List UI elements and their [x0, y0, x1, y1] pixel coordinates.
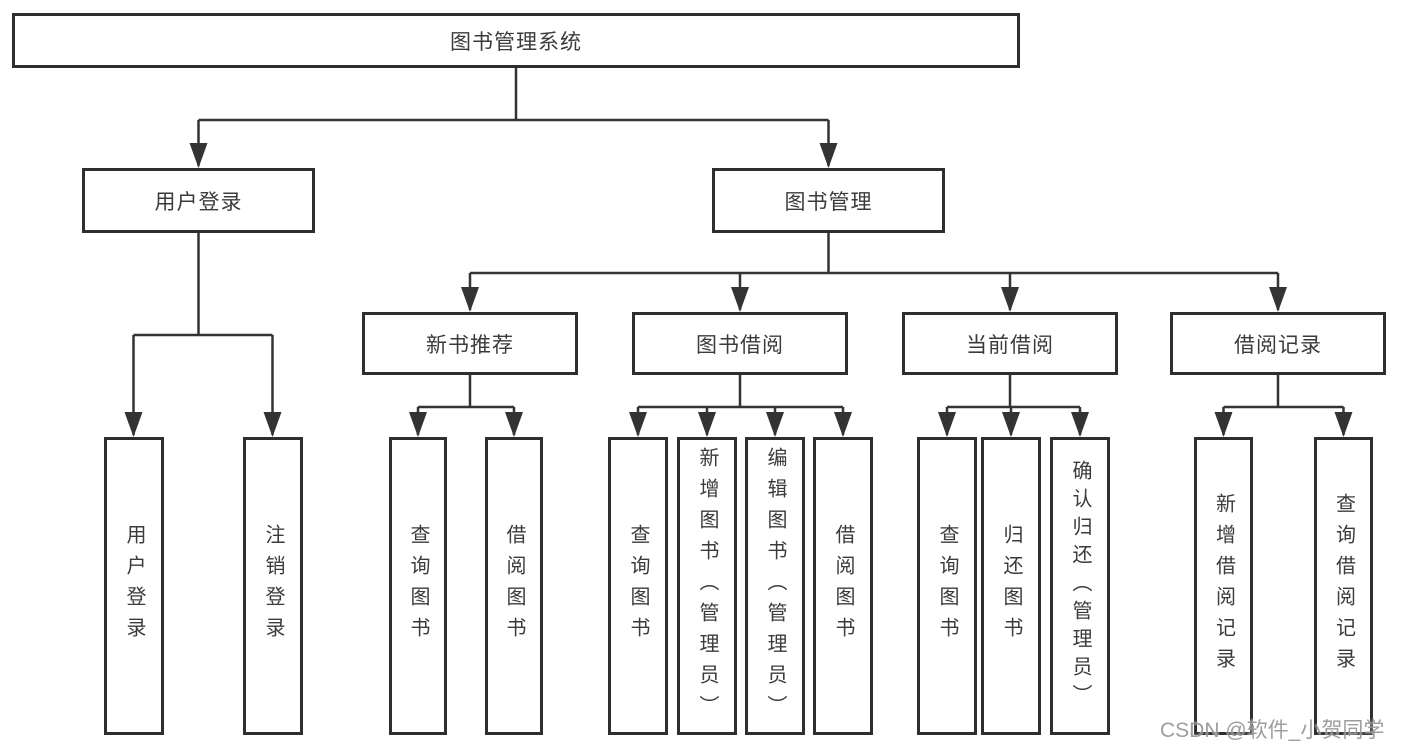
node-user-login: 用户登录: [82, 168, 315, 233]
watermark: CSDN @软件_小贺同学: [1160, 719, 1385, 742]
node-label: 编辑图书（管理员）: [764, 446, 786, 726]
leaf-add-borrow-record: 新增借阅记录: [1194, 437, 1253, 735]
leaf-query-books-3: 查询图书: [917, 437, 977, 735]
node-label: 借阅图书: [503, 524, 525, 648]
leaf-return-book: 归还图书: [981, 437, 1041, 735]
leaf-user-login: 用户登录: [104, 437, 164, 735]
node-label: 查询图书: [627, 524, 649, 648]
node-label: 新增图书（管理员）: [696, 446, 718, 726]
node-label: 用户登录: [123, 524, 145, 648]
leaf-add-book-admin: 新增图书（管理员）: [677, 437, 737, 735]
leaf-edit-book-admin: 编辑图书（管理员）: [745, 437, 805, 735]
node-borrow-records: 借阅记录: [1170, 312, 1386, 375]
node-library-management-system: 图书管理系统: [12, 13, 1020, 68]
node-label: 借阅图书: [832, 524, 854, 648]
node-book-borrow: 图书借阅: [632, 312, 848, 375]
leaf-query-books-1: 查询图书: [389, 437, 447, 735]
node-label: 归还图书: [1000, 524, 1022, 648]
node-label: 借阅记录: [1234, 333, 1322, 357]
node-label: 确认归还（管理员）: [1069, 460, 1091, 712]
leaf-query-borrow-record: 查询借阅记录: [1314, 437, 1373, 735]
node-book-management: 图书管理: [712, 168, 945, 233]
node-label: 用户登录: [154, 190, 243, 214]
node-label: 查询图书: [936, 524, 958, 648]
leaf-borrow-books-1: 借阅图书: [485, 437, 543, 735]
node-label: 查询图书: [407, 524, 429, 648]
node-label: 查询借阅记录: [1332, 493, 1355, 679]
leaf-query-books-2: 查询图书: [608, 437, 668, 735]
leaf-borrow-books-2: 借阅图书: [813, 437, 873, 735]
arrowhead-icons: [124, 143, 1353, 437]
leaf-logout: 注销登录: [243, 437, 303, 735]
node-label: 图书借阅: [696, 333, 784, 357]
node-label: 注销登录: [262, 524, 284, 648]
node-current-borrow: 当前借阅: [902, 312, 1118, 375]
node-label: 图书管理系统: [450, 30, 582, 54]
node-label: 新增借阅记录: [1212, 493, 1235, 679]
node-label: 新书推荐: [426, 333, 514, 357]
leaf-confirm-return-admin: 确认归还（管理员）: [1050, 437, 1110, 735]
node-label: 当前借阅: [966, 333, 1054, 357]
node-label: 图书管理: [784, 190, 873, 214]
node-new-book-recommend: 新书推荐: [362, 312, 578, 375]
